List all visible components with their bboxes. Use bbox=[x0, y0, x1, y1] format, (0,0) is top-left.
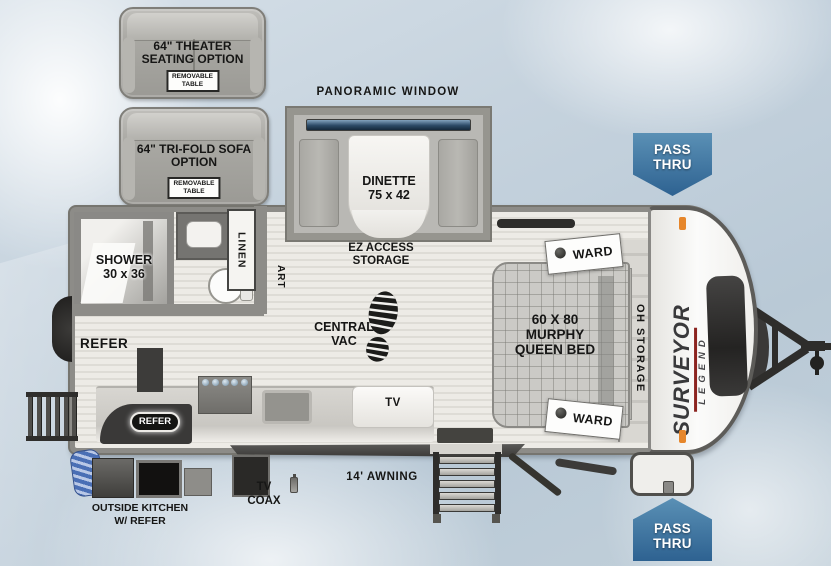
armrest-left bbox=[123, 37, 135, 93]
boot-print-icon bbox=[365, 291, 401, 362]
entry-steps bbox=[433, 452, 501, 524]
refrigerator bbox=[137, 348, 163, 392]
shower-stall: SHOWER 30 x 36 bbox=[74, 212, 174, 312]
refer-label: REFER bbox=[80, 336, 129, 351]
ladder-rung bbox=[46, 397, 51, 436]
step-foot bbox=[492, 514, 500, 523]
theater-option-label: 64" THEATER SEATING OPTION bbox=[141, 39, 244, 67]
door-latch-icon bbox=[663, 481, 674, 494]
rear-ladder bbox=[26, 392, 78, 442]
linen-closet: LINEN bbox=[227, 209, 256, 291]
marker-light-icon bbox=[679, 430, 686, 443]
tv-cabinet: TV bbox=[352, 386, 434, 428]
step-rung bbox=[439, 492, 495, 500]
step-rail bbox=[433, 452, 439, 514]
ladder-rung bbox=[72, 397, 77, 436]
exterior-compartment bbox=[184, 468, 212, 496]
spare-tire bbox=[52, 296, 72, 362]
step-foot bbox=[433, 514, 441, 523]
ladder-rung bbox=[37, 397, 42, 436]
step-rung bbox=[439, 456, 495, 464]
ez-access-storage-label: EZ ACCESS STORAGE bbox=[348, 242, 414, 267]
step-rung bbox=[439, 468, 495, 476]
bed-foot-panel bbox=[598, 276, 614, 412]
awning-arm bbox=[554, 458, 618, 476]
outside-kitchen-door bbox=[92, 458, 134, 498]
oh-storage-label: OH STORAGE bbox=[634, 303, 646, 393]
dinette-bench-right bbox=[438, 139, 478, 227]
central-vac-label: CENTRAL VAC bbox=[314, 320, 374, 349]
bedroom-window bbox=[497, 219, 575, 228]
shower-partition bbox=[143, 221, 153, 301]
coax-connector-icon bbox=[290, 474, 298, 493]
ward-label: WARD bbox=[572, 410, 614, 430]
outside-refer-badge: REFER bbox=[130, 412, 180, 432]
cloud-shape bbox=[500, 0, 831, 140]
stove-cooktop bbox=[198, 376, 252, 414]
step-rung bbox=[439, 504, 495, 512]
ward-label: WARD bbox=[572, 243, 614, 263]
armrest-right bbox=[253, 137, 265, 200]
brand-series: LEGEND bbox=[696, 335, 708, 405]
ladder-rung bbox=[64, 397, 69, 436]
entry-door-swing bbox=[507, 452, 563, 497]
exterior-compartment bbox=[232, 455, 270, 497]
murphy-bed-label: 60 X 80 MURPHY QUEEN BED bbox=[514, 312, 596, 358]
panoramic-window bbox=[306, 119, 471, 131]
step-rail bbox=[495, 452, 501, 514]
dinette-bench-left bbox=[299, 139, 339, 227]
awning-label: 14' AWNING bbox=[346, 471, 418, 483]
armrest-right bbox=[250, 37, 262, 93]
panoramic-window-label: PANORAMIC WINDOW bbox=[316, 86, 460, 98]
ladder-rail bbox=[26, 436, 78, 441]
front-cap-window bbox=[705, 275, 749, 397]
pass-thru-badge-top: PASS THRU bbox=[633, 133, 712, 196]
bathroom-vanity bbox=[176, 212, 232, 260]
shower-label: SHOWER 30 x 36 bbox=[95, 253, 153, 282]
dinette-label: DINETTE 75 x 42 bbox=[362, 174, 416, 203]
seat-back bbox=[127, 13, 258, 41]
armrest-left bbox=[123, 137, 135, 200]
ladder-rung bbox=[28, 397, 33, 436]
removable-table-tag: REMOVABLE TABLE bbox=[165, 70, 220, 92]
ladder-rail bbox=[26, 392, 78, 397]
bathroom-sink bbox=[186, 221, 222, 248]
bathroom-wall bbox=[254, 206, 267, 314]
seat-back bbox=[127, 113, 261, 141]
step-rung bbox=[439, 480, 495, 488]
marker-light-icon bbox=[679, 217, 686, 230]
theater-seating-option: 64" THEATER SEATING OPTION REMOVABLE TAB… bbox=[119, 7, 266, 99]
linen-label: LINEN bbox=[235, 231, 248, 269]
pass-thru-storage-door bbox=[630, 452, 694, 496]
seat-seam bbox=[192, 39, 195, 91]
sofa-option-label: 64" TRI-FOLD SOFA OPTION bbox=[136, 142, 252, 170]
art-label: ART bbox=[275, 265, 286, 289]
entry-door-threshold bbox=[430, 444, 502, 454]
removable-table-tag: REMOVABLE TABLE bbox=[167, 177, 221, 199]
tv-label: TV bbox=[385, 397, 401, 409]
burner-icons bbox=[202, 379, 248, 387]
tri-fold-sofa-option: 64" TRI-FOLD SOFA OPTION REMOVABLE TABLE bbox=[119, 107, 269, 206]
entry-step-mat bbox=[437, 428, 493, 443]
kitchen-sink bbox=[262, 390, 312, 424]
bathroom-wall bbox=[72, 304, 264, 316]
brand-name: SURVEYOR bbox=[669, 304, 695, 436]
outside-kitchen-label: OUTSIDE KITCHEN W/ REFER bbox=[91, 502, 189, 527]
ladder-rung bbox=[55, 397, 60, 436]
outside-kitchen-griddle bbox=[136, 460, 182, 498]
tv-coax-label: TV COAX bbox=[247, 481, 281, 508]
